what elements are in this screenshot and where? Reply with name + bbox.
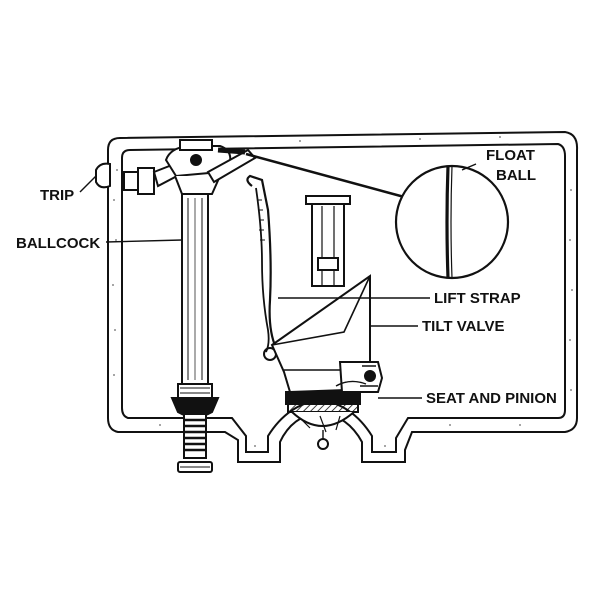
overflow-tube xyxy=(305,195,351,287)
ballcock xyxy=(164,139,257,473)
float-ball xyxy=(394,164,510,280)
leader-lines xyxy=(79,163,477,399)
label-float: FLOAT xyxy=(486,147,535,164)
label-lift-strap: LIFT STRAP xyxy=(434,290,521,307)
valve-seat xyxy=(285,391,361,450)
label-tilt-valve: TILT VALVE xyxy=(422,318,505,335)
label-ball: BALL xyxy=(496,167,536,184)
label-trip: TRIP xyxy=(40,187,74,204)
lift-strap xyxy=(246,174,278,361)
label-seat-and-pinion: SEAT AND PINION xyxy=(426,390,557,407)
label-ballcock: BALLCOCK xyxy=(16,235,100,252)
tilt-valve xyxy=(270,274,384,394)
float-arm xyxy=(217,147,409,200)
